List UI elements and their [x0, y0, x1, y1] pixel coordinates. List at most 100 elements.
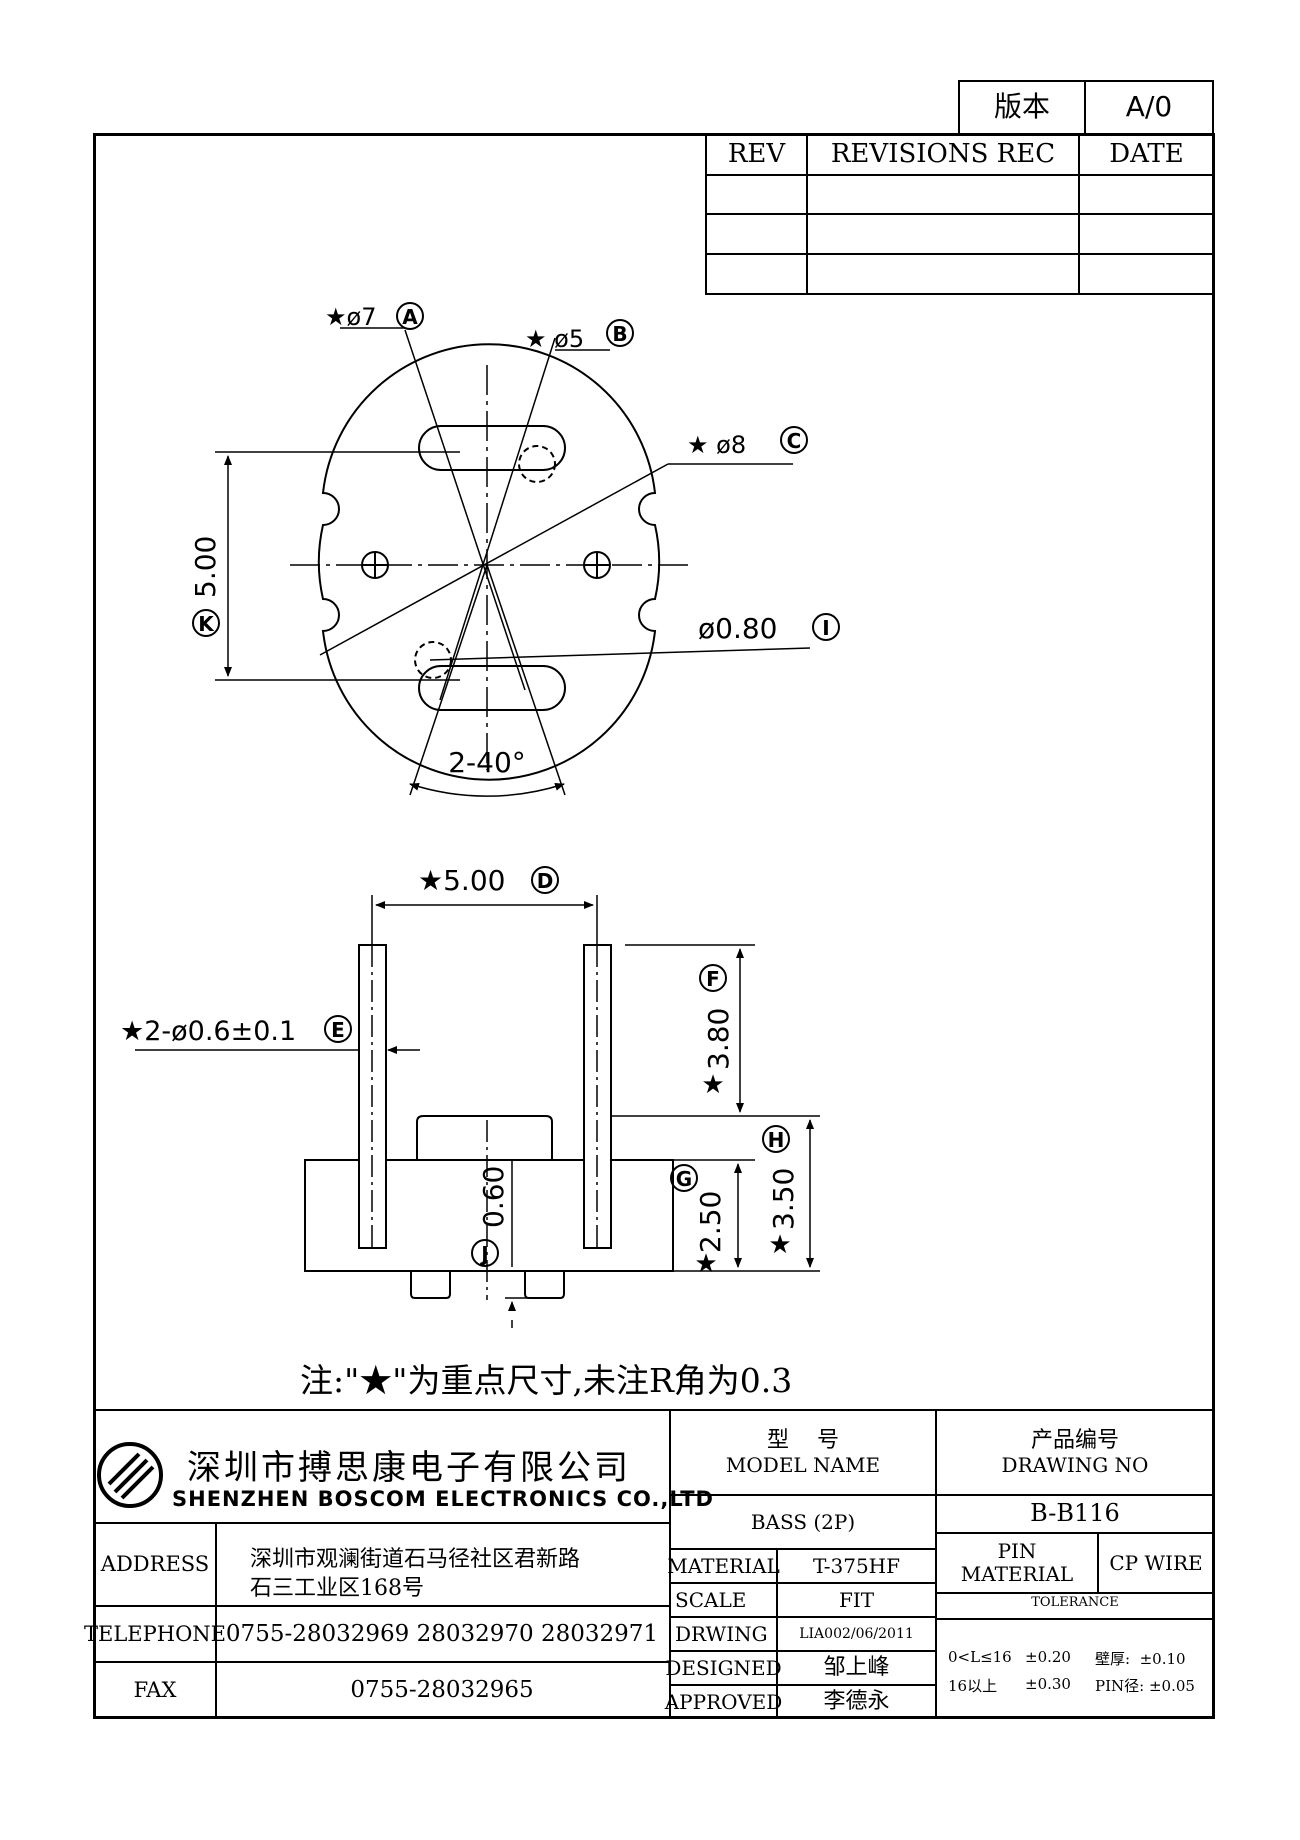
- pin-material-top-line: [935, 1532, 1215, 1534]
- top-boss: [416, 1115, 553, 1160]
- foot-right: [524, 1271, 565, 1299]
- drwing-label: DRWING: [675, 1621, 768, 1646]
- fax-label: FAX: [133, 1677, 177, 1702]
- title-block-top-line: [93, 1409, 1215, 1411]
- marker-f-label: F: [706, 967, 720, 991]
- dim-g-star: ★: [694, 1249, 717, 1279]
- telephone-label: TELEPHONE: [84, 1621, 226, 1646]
- marker-f-circle: [699, 964, 727, 992]
- company-name-cn: 深圳市搏思康电子有限公司: [187, 1448, 631, 1488]
- marker-c-circle: [780, 426, 808, 454]
- designed-label: DESIGNED: [665, 1655, 782, 1680]
- marker-k-label: K: [198, 612, 215, 636]
- company-logo: [95, 1440, 165, 1510]
- marker-j-label: J: [479, 1242, 488, 1266]
- address-line-2: 石三工业区168号: [250, 1576, 424, 1601]
- address-top-line: [93, 1522, 669, 1524]
- dim-j-text: 0.60: [477, 1166, 510, 1228]
- ray-c: [319, 463, 669, 656]
- drawing-no-label-en: DRAWING NO: [1001, 1452, 1149, 1477]
- angle-text: 2-40°: [448, 746, 526, 779]
- foot-left: [410, 1271, 451, 1299]
- rev-header: REV: [727, 138, 786, 169]
- marker-d-circle: [531, 866, 559, 894]
- marker-a-label: A: [402, 305, 418, 329]
- top-view-labels: ★ø7 A ★ ø5 B ★ ø8 C ø0.80 I 5.00 K 2-40°: [189, 302, 840, 779]
- specs-top-line: [669, 1548, 935, 1550]
- rev-row-line-1: [705, 174, 1215, 176]
- specs-row-line-2: [669, 1616, 935, 1618]
- marker-e-circle: [324, 1015, 352, 1043]
- top-view: [215, 327, 811, 797]
- specs-col-divider: [776, 1548, 778, 1719]
- rev-row-line-2: [705, 213, 1215, 215]
- pin-label-line1: PIN: [997, 1539, 1037, 1563]
- tolerance-label: TOLERANCE: [1031, 1594, 1119, 1610]
- angle-arc: [409, 782, 565, 797]
- side-view: [135, 895, 820, 1328]
- version-label: 版本: [993, 90, 1050, 124]
- rev-row-line-3: [705, 253, 1215, 255]
- ray-a: [404, 329, 526, 691]
- fax-value: 0755-28032965: [350, 1676, 534, 1703]
- drawing-no-label-cn: 产品编号: [1030, 1428, 1119, 1454]
- tolerance-row1-range: 0<L≤16: [948, 1648, 1012, 1666]
- marker-k-circle: [192, 609, 220, 637]
- dim-g-text: 2.50: [694, 1191, 727, 1253]
- drawing-note: 注:"★"为重点尺寸,未注R角为0.3: [300, 1361, 793, 1400]
- marker-b-label: B: [612, 322, 627, 346]
- callout-i-text: ø0.80: [698, 612, 777, 645]
- leader-i: [429, 647, 811, 661]
- tolerance-top-line: [935, 1592, 1215, 1594]
- logo-icon: [97, 1442, 163, 1508]
- dim-h-text: 3.50: [767, 1168, 800, 1230]
- tolerance-row1-wall: 壁厚: ±0.10: [1095, 1650, 1186, 1668]
- marker-j-circle: [471, 1239, 499, 1267]
- tolerance-label-bottom-line: [935, 1618, 1215, 1620]
- model-value: BASS (2P): [750, 1509, 856, 1534]
- marker-g-circle: [670, 1164, 698, 1192]
- base-outline: [317, 343, 661, 781]
- drawing-no-value: B-B116: [1030, 1499, 1120, 1528]
- specs-row-line-4: [669, 1684, 935, 1686]
- title-block-divider-2: [935, 1409, 937, 1719]
- callout-e-text: ★2-ø0.6±0.1: [120, 1016, 296, 1047]
- marker-b-circle: [606, 319, 634, 347]
- pin-material-divider: [1097, 1532, 1099, 1592]
- approved-value: 李德永: [823, 1689, 890, 1715]
- telephone-value: 0755-28032969 28032970 28032971: [225, 1620, 659, 1647]
- version-divider: [1084, 80, 1086, 135]
- material-value: T-375HF: [812, 1553, 900, 1578]
- callout-c-text: ★ ø8: [687, 431, 746, 459]
- version-value: A/0: [1125, 90, 1173, 124]
- address-line-1: 深圳市观澜街道石马径社区君新路: [250, 1547, 581, 1572]
- pin-material-value: CP WIRE: [1109, 1550, 1203, 1575]
- drawing-no-header: 产品编号 DRAWING NO: [937, 1411, 1213, 1494]
- label-col-divider: [215, 1522, 217, 1719]
- marker-a-circle: [396, 302, 424, 330]
- dim-f-text: 3.80: [702, 1008, 735, 1070]
- dim-k-text: 5.00: [189, 536, 222, 598]
- specs-row-line-1: [669, 1582, 935, 1584]
- revisions-rec-header: REVISIONS REC: [830, 138, 1056, 169]
- base-body: [304, 1159, 674, 1272]
- callout-d-text: ★5.00: [418, 864, 505, 897]
- title-block-divider-1: [669, 1409, 671, 1719]
- marker-i-label: I: [822, 616, 829, 640]
- model-label-en: MODEL NAME: [725, 1452, 881, 1477]
- telephone-top-line: [93, 1605, 669, 1607]
- marker-e-label: E: [331, 1018, 345, 1042]
- company-name-en: SHENZHEN BOSCOM ELECTRONICS CO.,LTD: [172, 1487, 714, 1511]
- material-label: MATERIAL: [667, 1553, 780, 1578]
- tolerance-row2-tol: ±0.30: [1025, 1675, 1071, 1693]
- tolerance-row2-pin: PIN径: ±0.05: [1095, 1677, 1195, 1695]
- designed-value: 邹上峰: [823, 1655, 890, 1681]
- marker-d-label: D: [537, 869, 554, 893]
- model-name-header: 型 号 MODEL NAME: [671, 1411, 935, 1494]
- ray-e: [486, 564, 566, 796]
- marker-h-circle: [762, 1125, 790, 1153]
- marker-g-label: G: [676, 1167, 692, 1191]
- drawing-no-value-top-line: [935, 1494, 1215, 1496]
- callout-a-text: ★ø7: [325, 303, 376, 331]
